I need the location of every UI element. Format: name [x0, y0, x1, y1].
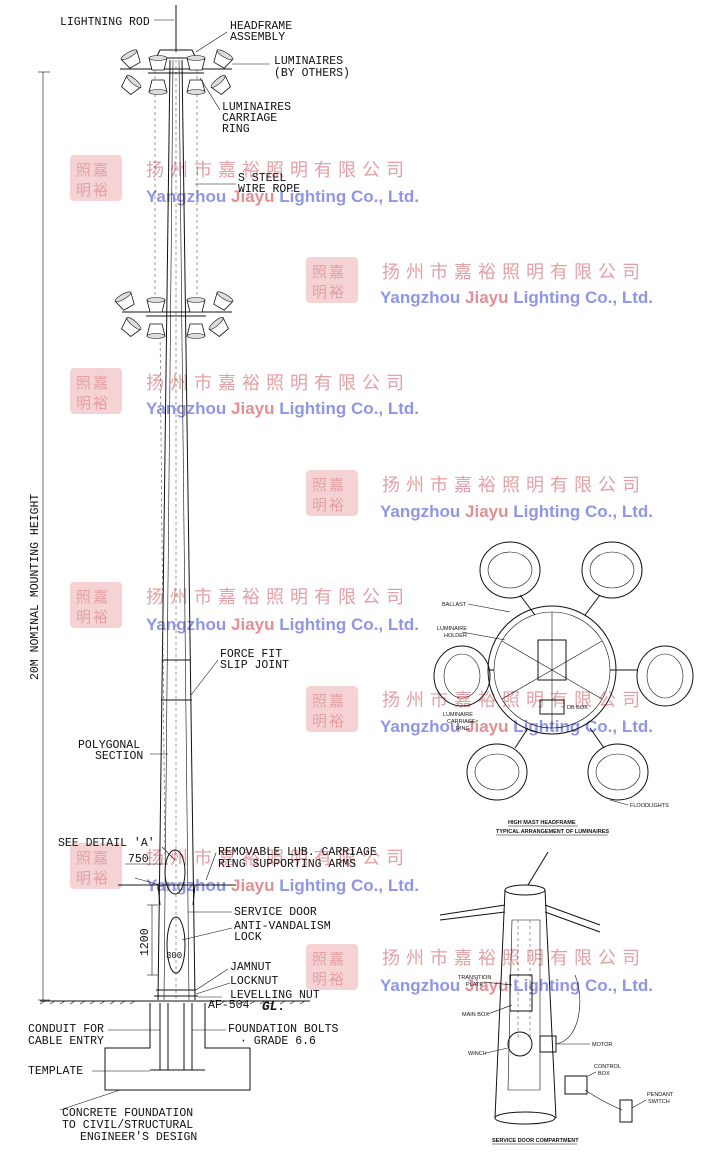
label-winch: WINCH — [468, 1051, 487, 1057]
caption-service: SERVICE DOOR COMPARTMENT — [492, 1138, 579, 1144]
label-headframe-2: ASSEMBLY — [230, 31, 285, 44]
watermark-en: Yangzhou Jiayu Lighting Co., Ltd. — [380, 976, 653, 995]
label-headframe: HEADFRAME — [230, 20, 292, 33]
mast-labels: LIGHTNING ROD HEADFRAME ASSEMBLY LUMINAI… — [28, 16, 377, 1144]
label-jamnut: JAMNUT — [230, 961, 272, 974]
label-carriage-3: RING — [222, 123, 250, 136]
seal-text: 明裕 — [312, 970, 346, 988]
label-slip: FORCE FIT — [220, 648, 282, 661]
seal-text: 明裕 — [312, 496, 346, 514]
watermark-cn: 扬州市嘉裕照明有限公司 — [382, 475, 646, 496]
label-control-2: BOX — [598, 1071, 610, 1077]
label-750: 750 — [128, 853, 149, 866]
seal-text: 照嘉 — [76, 161, 110, 179]
label-luminaires: LUMINAIRES — [274, 55, 343, 68]
label-ballast: BALLAST — [442, 602, 467, 608]
label-luminaires-2: (BY OTHERS) — [274, 67, 350, 80]
label-ring: LUMINAIRE — [443, 712, 473, 718]
label-bolts: FOUNDATION BOLTS — [228, 1023, 339, 1036]
watermark-en: Yangzhou Jiayu Lighting Co., Ltd. — [380, 288, 653, 307]
label-detail: SEE DETAIL 'A' — [58, 837, 155, 850]
label-carriage: LUMINAIRES — [222, 101, 291, 114]
label-transition: TRANSITION — [458, 975, 491, 981]
label-steel: S STEEL — [238, 172, 286, 185]
mast-pole — [120, 5, 232, 1001]
label-anti: ANTI-VANDALISM — [234, 920, 331, 933]
top-luminaires — [118, 47, 235, 97]
seal-text: 明裕 — [76, 181, 110, 199]
headframe-plan: BALLAST LUMINAIRE HOLDER DB BOX LUMINAIR… — [433, 541, 694, 836]
label-holder: LUMINAIRE — [437, 626, 467, 632]
watermark-cn: 扬州市嘉裕照明有限公司 — [382, 948, 646, 969]
label-floodlights: FLOODLIGHTS — [630, 803, 669, 809]
label-ring-3: RING — [456, 726, 470, 732]
seal-text: 明裕 — [312, 283, 346, 301]
watermark-cn: 扬州市嘉裕照明有限公司 — [146, 373, 410, 394]
label-db-box: DB BOX — [567, 705, 588, 711]
leader-lines — [59, 19, 270, 1111]
label-removable-2: RING SUPPORTING ARMS — [218, 858, 356, 871]
seal-text: 照嘉 — [312, 950, 346, 968]
watermark-cn: 扬州市嘉裕照明有限公司 — [382, 690, 646, 711]
label-pendant: PENDANT — [647, 1092, 674, 1098]
label-gl: GL. — [262, 999, 285, 1014]
label-af: AF-504 — [208, 999, 250, 1012]
label-concrete: CONCRETE FOUNDATION — [62, 1107, 193, 1120]
seal-text: 明裕 — [76, 394, 110, 412]
service-compartment: TRANSITION PLATE MAIN BOX WINCH MOTOR CO… — [439, 851, 674, 1145]
label-control: CONTROL — [594, 1064, 621, 1070]
label-concrete-3: ENGINEER'S DESIGN — [80, 1131, 197, 1144]
label-bolts-2: · GRADE 6.6 — [240, 1035, 316, 1048]
label-conduit-2: CABLE ENTRY — [28, 1035, 104, 1048]
watermark-cn: 扬州市嘉裕照明有限公司 — [382, 262, 646, 283]
seal-text: 照嘉 — [312, 692, 346, 710]
caption-headframe: HIGH MAST HEADFRAME — [508, 820, 576, 826]
label-conduit: CONDUIT FOR — [28, 1023, 104, 1036]
watermark-en: Yangzhou Jiayu Lighting Co., Ltd. — [380, 717, 653, 736]
seal-text: 照嘉 — [312, 263, 346, 281]
seal-text: 照嘉 — [76, 849, 110, 867]
watermark-cn: 扬州市嘉裕照明有限公司 — [146, 848, 410, 869]
seal-text: 明裕 — [312, 712, 346, 730]
label-transition-2: PLATE — [466, 982, 483, 988]
label-main-box: MAIN BOX — [462, 1012, 489, 1018]
label-height: 20M NOMINAL MOUNTING HEIGHT — [29, 494, 42, 680]
seal-text: 照嘉 — [76, 588, 110, 606]
label-carriage-2: CARRIAGE — [222, 112, 277, 125]
label-300: 300 — [166, 951, 182, 961]
seal-text: 明裕 — [76, 608, 110, 626]
label-levelling: LEVELLING NUT — [230, 989, 320, 1002]
mid-luminaires — [113, 289, 235, 339]
label-removable: REMOVABLE LUB. CARRIAGE — [218, 846, 377, 859]
label-motor: MOTOR — [592, 1042, 612, 1048]
seal-text: 明裕 — [76, 869, 110, 887]
watermark-en: Yangzhou Jiayu Lighting Co., Ltd. — [146, 615, 419, 634]
label-locknut: LOCKNUT — [230, 975, 278, 988]
watermark-en: Yangzhou Jiayu Lighting Co., Ltd. — [380, 502, 653, 521]
caption-headframe-2: TYPICAL ARRANGEMENT OF LUMINAIRES — [496, 829, 609, 835]
seal-text: 照嘉 — [76, 374, 110, 392]
label-steel-2: WIRE ROPE — [238, 183, 300, 196]
watermark-cn: 扬州市嘉裕照明有限公司 — [146, 160, 410, 181]
mast-base — [38, 71, 310, 1091]
label-1200: 1200 — [139, 928, 152, 956]
watermark-cn: 扬州市嘉裕照明有限公司 — [146, 587, 410, 608]
label-service-door: SERVICE DOOR — [234, 906, 317, 919]
seal-text: 照嘉 — [312, 476, 346, 494]
label-pendant-2: SWITCH — [648, 1099, 670, 1105]
label-anti-2: LOCK — [234, 931, 262, 944]
watermark-en: Yangzhou Jiayu Lighting Co., Ltd. — [146, 187, 419, 206]
label-template: TEMPLATE — [28, 1065, 83, 1078]
label-poly: POLYGONAL — [78, 739, 140, 752]
label-poly-2: SECTION — [95, 750, 143, 763]
watermark-en: Yangzhou Jiayu Lighting Co., Ltd. — [146, 399, 419, 418]
watermark-group: 照嘉 明裕 扬州市嘉裕照明有限公司 Yangzhou Jiayu Lightin… — [70, 155, 653, 995]
label-concrete-2: TO CIVIL/STRUCTURAL — [62, 1119, 193, 1132]
label-slip-2: SLIP JOINT — [220, 659, 289, 672]
label-lightning-rod: LIGHTNING ROD — [60, 16, 150, 29]
label-ring-2: CARRIAGE — [447, 719, 476, 725]
label-holder-2: HOLDER — [444, 633, 467, 639]
